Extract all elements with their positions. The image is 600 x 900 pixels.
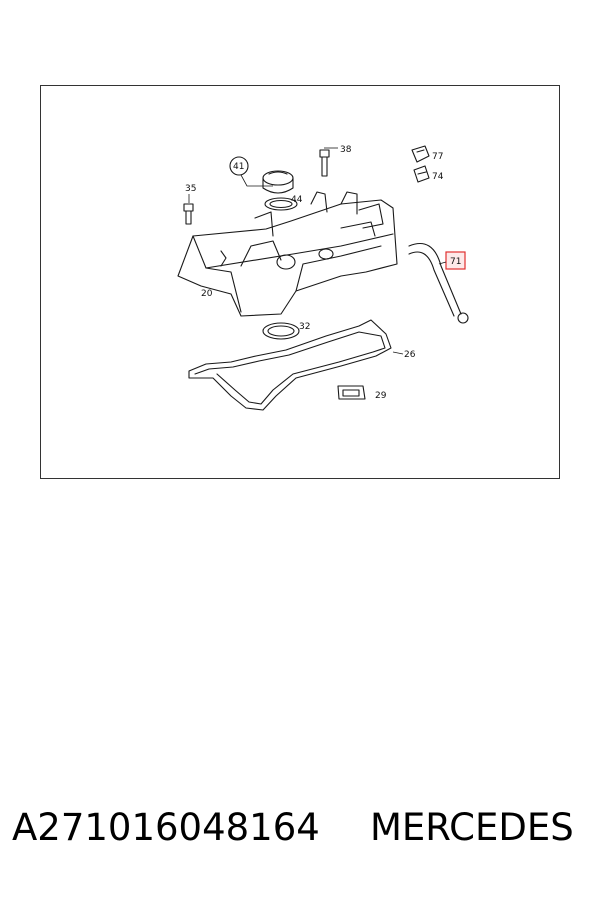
label-74: 74: [432, 172, 444, 182]
part-41-oil-cap: 41: [229, 156, 294, 194]
label-35: 35: [185, 184, 196, 194]
part-35-bolt: 35: [183, 184, 196, 225]
part-number: A271016048164: [12, 806, 320, 849]
label-77: 77: [432, 152, 443, 162]
part-71-hose: 71: [408, 242, 469, 324]
label-26: 26: [404, 350, 416, 360]
part-20-cylinder-head-cover: 20: [177, 191, 398, 317]
part-38-bolt: 38: [319, 145, 352, 177]
brand-name: MERCEDES: [370, 806, 574, 849]
label-38: 38: [340, 145, 352, 155]
part-74-clip: 74: [413, 165, 444, 183]
label-41: 41: [233, 162, 244, 172]
part-29-gasket: 29: [337, 385, 387, 401]
label-29: 29: [375, 391, 387, 401]
label-32: 32: [299, 322, 310, 332]
label-44: 44: [291, 195, 303, 205]
label-71: 71: [450, 257, 461, 267]
part-caption: A271016048164 MERCEDES: [0, 806, 600, 862]
label-71-highlight: [445, 251, 466, 270]
label-20: 20: [201, 289, 213, 299]
parts-diagram: 41 44 38 35 77: [40, 85, 560, 479]
diagram-drawing: 41 44 38 35 77: [177, 145, 469, 411]
part-26-gasket: 26: [188, 319, 416, 411]
part-44-seal: 44: [264, 195, 303, 211]
part-77-clip: 77: [411, 145, 443, 163]
part-32-seal: 32: [262, 322, 310, 340]
